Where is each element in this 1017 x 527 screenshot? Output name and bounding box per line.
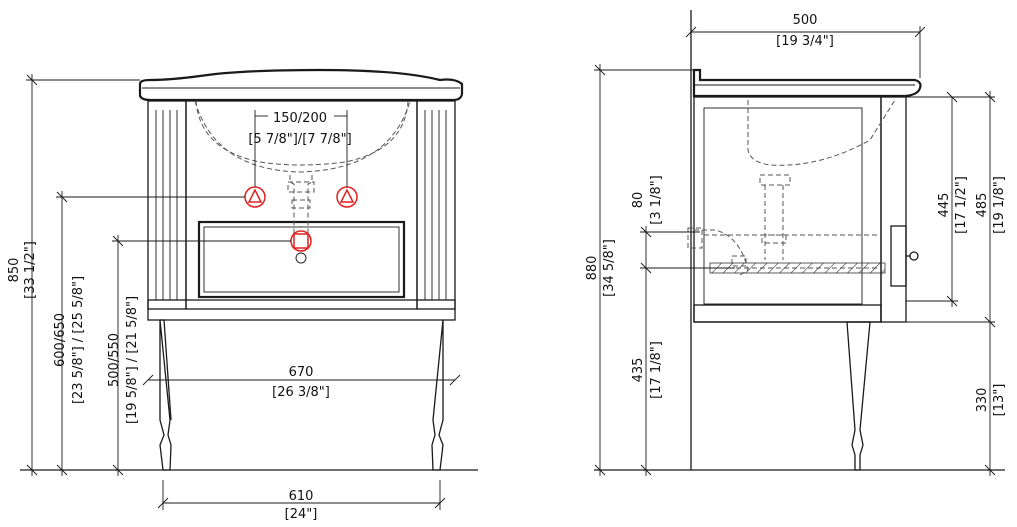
supply-spacing-label: 150/200: [273, 111, 327, 126]
cabinet-total-inches: [19 1/8"]: [992, 176, 1007, 234]
base-width-inches: [24"]: [285, 507, 318, 522]
supply-height-label: 500/550: [107, 333, 122, 387]
leg-height-inches: [13"]: [992, 384, 1007, 417]
supply-marker-right: [336, 186, 358, 208]
cabinet-total-label: 485: [975, 193, 990, 218]
side-view: [594, 10, 1005, 476]
side-height-label: 880: [585, 256, 600, 281]
total-height-label: 850: [7, 258, 22, 283]
top-width-label: 670: [289, 365, 314, 380]
side-height-inches: [34 5/8"]: [602, 239, 617, 297]
supply-height-inches: [19 5/8"] / [21 5/8"]: [125, 296, 140, 424]
top-width-inches: [26 3/8"]: [272, 385, 330, 400]
leg-height-label: 330: [975, 388, 990, 413]
base-width-label: 610: [289, 489, 314, 504]
supply-spacing-inches: [5 7/8"]/[7 7/8"]: [248, 132, 351, 147]
drain-offset-label: 80: [631, 192, 646, 209]
drain-marker: [290, 230, 312, 264]
drain-height-label: 600/650: [53, 313, 68, 367]
cabinet-height-label: 445: [937, 193, 952, 218]
front-view: [20, 68, 478, 510]
drain-height-inches: [23 5/8"] / [25 5/8"]: [71, 276, 86, 404]
floor-to-drain-inches: [17 1/8"]: [649, 341, 664, 399]
depth-label: 500: [793, 13, 818, 28]
drain-offset-inches: [3 1/8"]: [649, 175, 664, 224]
supply-marker-left: [244, 186, 266, 208]
depth-inches: [19 3/4"]: [776, 34, 834, 49]
floor-to-drain-label: 435: [631, 358, 646, 383]
cabinet-height-inches: [17 1/2"]: [954, 176, 969, 234]
total-height-inches: [33 1/2"]: [23, 241, 38, 299]
